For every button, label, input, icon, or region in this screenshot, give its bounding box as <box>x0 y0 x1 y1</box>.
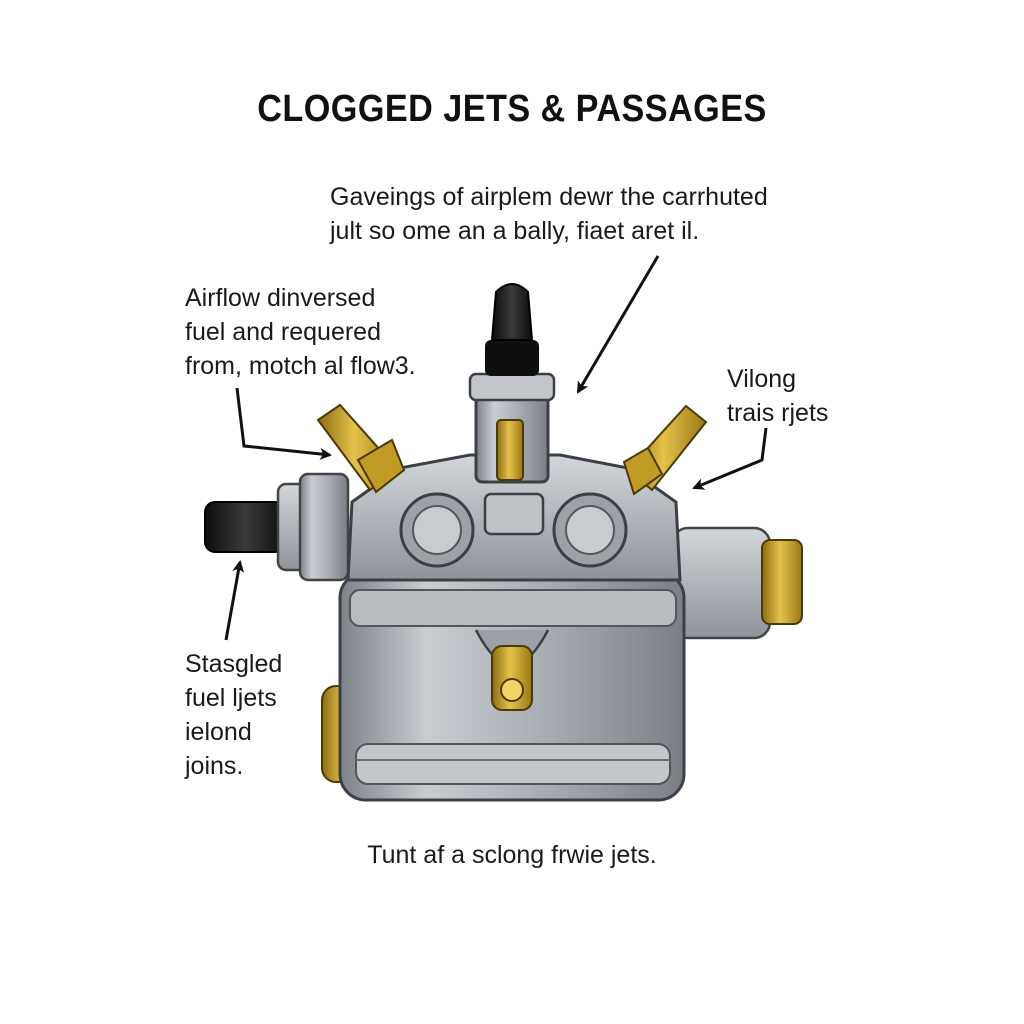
callout-left-line-2: fuel and requered <box>185 318 381 346</box>
carburetor-body <box>338 453 686 802</box>
callout-top: Gaveings of airplem dewr the carrhuted j… <box>330 180 768 248</box>
callout-lower-left-line-1: Stasgled <box>185 650 283 678</box>
callout-left-line-3: from, motch al flow3. <box>185 352 416 380</box>
diagram-title: CLOGGED JETS & PASSAGES <box>257 88 767 130</box>
callout-left: Airflow dinversed fuel and requered from… <box>185 281 416 383</box>
callout-top-line-2: jult so ome an a bally, fiaet aret il. <box>330 217 700 245</box>
right-brass-jet <box>622 404 708 496</box>
callout-bottom: Tunt af a sclong frwie jets. <box>367 841 657 869</box>
callout-right-line-1: Vilong <box>727 365 797 393</box>
callout-right: Vilong trais rjets <box>727 362 828 430</box>
left-fuel-inlet <box>204 472 350 582</box>
arrow-icon <box>576 255 660 394</box>
callout-right-line-2: trais rjets <box>727 399 829 427</box>
arrows <box>224 255 768 641</box>
callout-lower-left-line-3: ielond <box>185 718 252 746</box>
callout-top-line-1: Gaveings of airplem dewr the carrhuted <box>330 183 768 211</box>
callout-lower-left: Stasgled fuel ljets ielond joins. <box>185 647 282 783</box>
left-brass-jet <box>316 403 406 494</box>
right-side-cylinder <box>670 526 803 640</box>
arrow-icon <box>692 427 768 490</box>
callout-lower-left-line-2: fuel ljets <box>185 684 277 712</box>
callout-lower-left-line-4: joins. <box>185 752 244 780</box>
callout-left-line-1: Airflow dinversed <box>185 284 376 312</box>
center-column <box>468 283 556 484</box>
arrow-icon <box>235 387 332 460</box>
arrow-icon <box>224 560 245 641</box>
